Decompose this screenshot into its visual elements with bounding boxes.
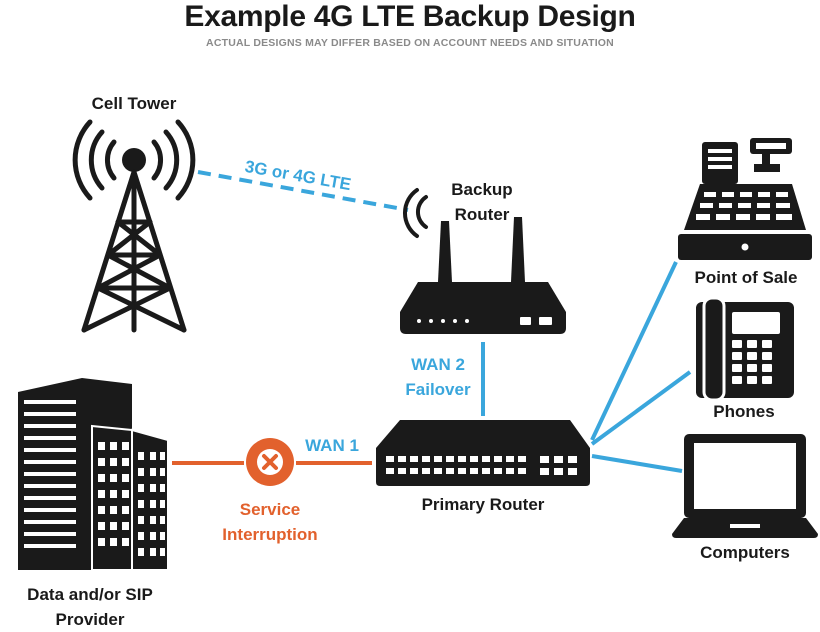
interruption-label-line2: Interruption bbox=[222, 525, 318, 544]
backup-router-label-line1: Backup bbox=[451, 180, 513, 199]
provider-label-line2: Provider bbox=[55, 610, 125, 629]
page-subtitle: ACTUAL DESIGNS MAY DIFFER BASED ON ACCOU… bbox=[206, 37, 614, 49]
phones-link bbox=[590, 370, 692, 446]
primary-router-label: Primary Router bbox=[421, 495, 545, 514]
wan1-label: WAN 1 bbox=[305, 436, 359, 455]
computers-label: Computers bbox=[700, 543, 790, 562]
wan2-label-line2: Failover bbox=[405, 380, 471, 399]
cell-tower-icon bbox=[72, 119, 196, 333]
primary-router-icon bbox=[376, 420, 590, 486]
backup-router-icon bbox=[400, 188, 566, 334]
wan2-label-line1: WAN 2 bbox=[411, 355, 465, 374]
laptop-icon bbox=[672, 434, 818, 538]
backup-router-label-line2: Router bbox=[454, 205, 510, 224]
buildings-icon bbox=[18, 378, 169, 571]
lte-dashed-link bbox=[197, 170, 409, 212]
page-title: Example 4G LTE Backup Design bbox=[184, 0, 636, 33]
point-of-sale-label: Point of Sale bbox=[694, 268, 798, 287]
computers-link bbox=[591, 454, 683, 473]
phones-label: Phones bbox=[713, 402, 775, 421]
cell-tower-label: Cell Tower bbox=[91, 94, 177, 113]
cash-register-icon bbox=[678, 138, 812, 260]
pos-link bbox=[590, 261, 678, 441]
interruption-label-line1: Service bbox=[239, 500, 301, 519]
failure-x-icon bbox=[246, 438, 294, 486]
provider-label-line1: Data and/or SIP bbox=[27, 585, 153, 604]
desk-phone-icon bbox=[696, 296, 794, 402]
